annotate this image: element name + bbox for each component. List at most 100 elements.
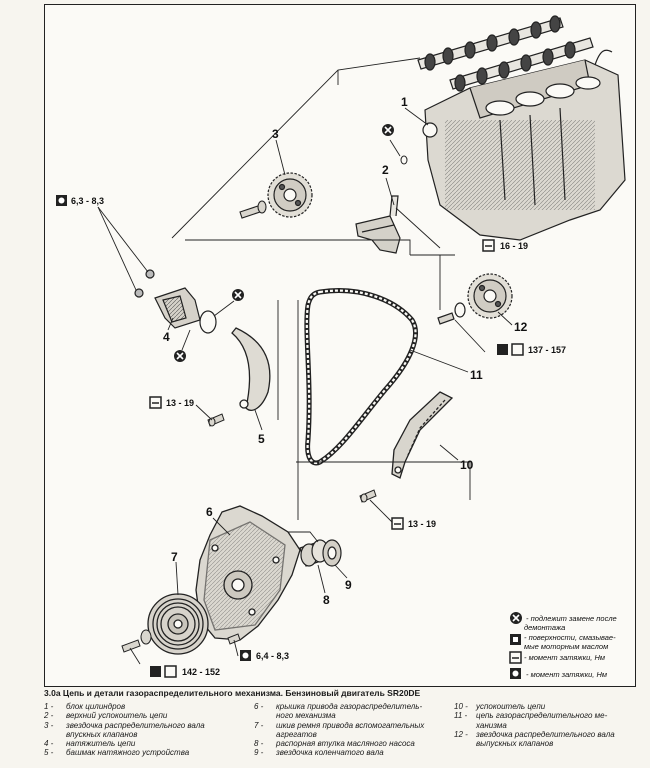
svg-text:13 - 19: 13 - 19 bbox=[408, 519, 436, 529]
svg-text:137 - 157: 137 - 157 bbox=[528, 345, 566, 355]
svg-text:6,4 - 8,3: 6,4 - 8,3 bbox=[256, 651, 289, 661]
part-label-4: 4 bbox=[163, 330, 170, 344]
torque-badge-1: 6,3 - 8,3 bbox=[56, 195, 104, 206]
pulley-bolt bbox=[121, 629, 152, 653]
guide-bolt bbox=[359, 489, 377, 503]
timing-chain-cover bbox=[195, 505, 301, 641]
cylinder-block bbox=[422, 49, 626, 241]
caption-item-text: успокоитель цепи bbox=[476, 702, 546, 711]
caption-item-number: 3 - bbox=[44, 720, 54, 730]
part-label-7: 7 bbox=[171, 550, 178, 564]
caption-item: 6 - крышка привода газораспределитель- bbox=[254, 702, 454, 711]
intake-sprocket bbox=[267, 172, 313, 218]
caption-item: ханизма bbox=[454, 721, 640, 730]
caption-item-text: ханизма bbox=[476, 720, 507, 730]
part-label-1: 1 bbox=[401, 95, 408, 109]
legend-replace: - подлежит замене после bbox=[526, 614, 617, 623]
caption-item-number bbox=[44, 730, 66, 739]
caption-item-text: звездочка коленчатого вала bbox=[276, 748, 384, 758]
caption-item-number bbox=[254, 730, 276, 739]
svg-text:13 - 19: 13 - 19 bbox=[166, 398, 194, 408]
svg-text:демонтажа: демонтажа bbox=[524, 623, 565, 632]
cover-bolt bbox=[227, 633, 241, 645]
part-label-2: 2 bbox=[382, 163, 389, 177]
torque-badge-4: 13 - 19 bbox=[149, 396, 194, 409]
caption-item-text: звездочка распределительного вала bbox=[66, 720, 205, 730]
legend-torque: - момент затяжки, Нм bbox=[524, 653, 605, 662]
caption-item-text: агрегатов bbox=[276, 729, 317, 739]
svg-text:142 - 152: 142 - 152 bbox=[182, 667, 220, 677]
part-label-8: 8 bbox=[323, 593, 330, 607]
replace-marks bbox=[174, 124, 408, 362]
torque-badge-7: 6,4 - 8,3 bbox=[240, 650, 289, 661]
caption-item-number: 12 - bbox=[454, 729, 468, 739]
intake-camshaft bbox=[417, 15, 564, 71]
caption-item-number bbox=[454, 721, 476, 730]
timing-chain bbox=[304, 288, 418, 466]
exhaust-camshaft bbox=[449, 37, 594, 92]
upper-chain-guide bbox=[355, 195, 401, 254]
caption-item: 5 - башмак натяжного устройства bbox=[44, 748, 254, 757]
svg-text:мые моторным маслом: мые моторным маслом bbox=[524, 642, 608, 651]
caption-item: 12 -звездочка распределительного вала bbox=[454, 730, 640, 739]
caption-item: выпускных клапанов bbox=[454, 739, 640, 748]
svg-text:16 - 19: 16 - 19 bbox=[500, 241, 528, 251]
caption-item-number: 5 - bbox=[44, 748, 54, 758]
caption-item-text: распорная втулка масляного насоса bbox=[276, 739, 415, 749]
torque-badge-2: 16 - 19 bbox=[482, 239, 528, 252]
part-label-12: 12 bbox=[514, 320, 528, 334]
tensioner-shoe bbox=[231, 327, 271, 411]
caption-item-text: натяжитель цепи bbox=[66, 739, 136, 749]
caption-item-number: 8 - bbox=[254, 739, 264, 749]
caption-item-text: крышка привода газораспределитель- bbox=[276, 702, 423, 711]
torque-badges: 6,3 - 8,3 16 - 19 137 - 157 13 - 19 13 - bbox=[56, 195, 566, 678]
caption-item-number: 4 - bbox=[44, 739, 54, 749]
legend-torque-2: - момент затяжки, Нм bbox=[526, 670, 607, 679]
part-label-3: 3 bbox=[272, 127, 279, 141]
caption-item-number: 2 - bbox=[44, 711, 54, 721]
caption-item-number: 10 - bbox=[454, 702, 468, 711]
shoe-bolt bbox=[207, 413, 225, 427]
part-label-5: 5 bbox=[258, 432, 265, 446]
svg-text:6,3 - 8,3: 6,3 - 8,3 bbox=[71, 196, 104, 206]
caption-item-number: 7 - bbox=[254, 720, 264, 730]
caption-item-number: 6 - bbox=[254, 702, 264, 711]
chain-guide bbox=[391, 391, 454, 479]
caption-item: 2 -верхний успокоитель цепи bbox=[44, 711, 254, 720]
chain-tensioner bbox=[134, 269, 217, 334]
caption-item: ного механизма bbox=[254, 711, 454, 720]
part-label-9: 9 bbox=[345, 578, 352, 592]
caption-item-text: башмак натяжного устройства bbox=[66, 748, 190, 758]
caption-item: 3 - звездочка распределительного вала bbox=[44, 721, 254, 730]
caption-item: 11 - цепь газораспределительного ме- bbox=[454, 711, 640, 720]
caption-item: впускных клапанов bbox=[44, 730, 254, 739]
caption-item: агрегатов bbox=[254, 730, 454, 739]
caption-column-2: 6 - крышка привода газораспределитель-ног… bbox=[254, 702, 454, 758]
figure-caption: 3.0а Цепь и детали газораспределительног… bbox=[44, 688, 640, 757]
caption-item: 9 -звездочка коленчатого вала bbox=[254, 748, 454, 757]
legend-oil: - поверхности, смазывае- bbox=[524, 633, 616, 642]
caption-item-text: шкив ремня привода вспомогательных bbox=[276, 720, 425, 730]
caption-item-number: 11 - bbox=[454, 711, 468, 721]
caption-item: 4 - натяжитель цепи bbox=[44, 739, 254, 748]
caption-item: 10 - успокоитель цепи bbox=[454, 702, 640, 711]
caption-item-text: выпускных клапанов bbox=[476, 739, 554, 749]
part-labels: 1 2 3 4 5 6 7 8 9 10 11 12 bbox=[163, 95, 528, 607]
part-label-11: 11 bbox=[470, 368, 483, 382]
caption-item-number: 1 - bbox=[44, 702, 54, 711]
legend: - подлежит замене после демонтажа - пове… bbox=[509, 612, 617, 679]
caption-column-3: 10 - успокоитель цепи 11 - цепь газораспред… bbox=[454, 702, 640, 748]
torque-badge-5: 13 - 19 bbox=[391, 517, 436, 530]
leader-lines bbox=[97, 57, 513, 665]
caption-item: 8 - распорная втулка масляного насоса bbox=[254, 739, 454, 748]
exhaust-sprocket bbox=[437, 273, 513, 325]
caption-item-text: ного механизма bbox=[276, 711, 336, 721]
crankshaft-sprocket bbox=[322, 539, 342, 567]
caption-item-text: блок цилиндров bbox=[66, 702, 126, 711]
caption-item-text: цепь газораспределительного ме- bbox=[476, 711, 608, 721]
part-label-10: 10 bbox=[460, 458, 474, 472]
caption-item: 7 - шкив ремня привода вспомогательных bbox=[254, 721, 454, 730]
torque-badge-6: 142 - 152 bbox=[150, 665, 220, 678]
